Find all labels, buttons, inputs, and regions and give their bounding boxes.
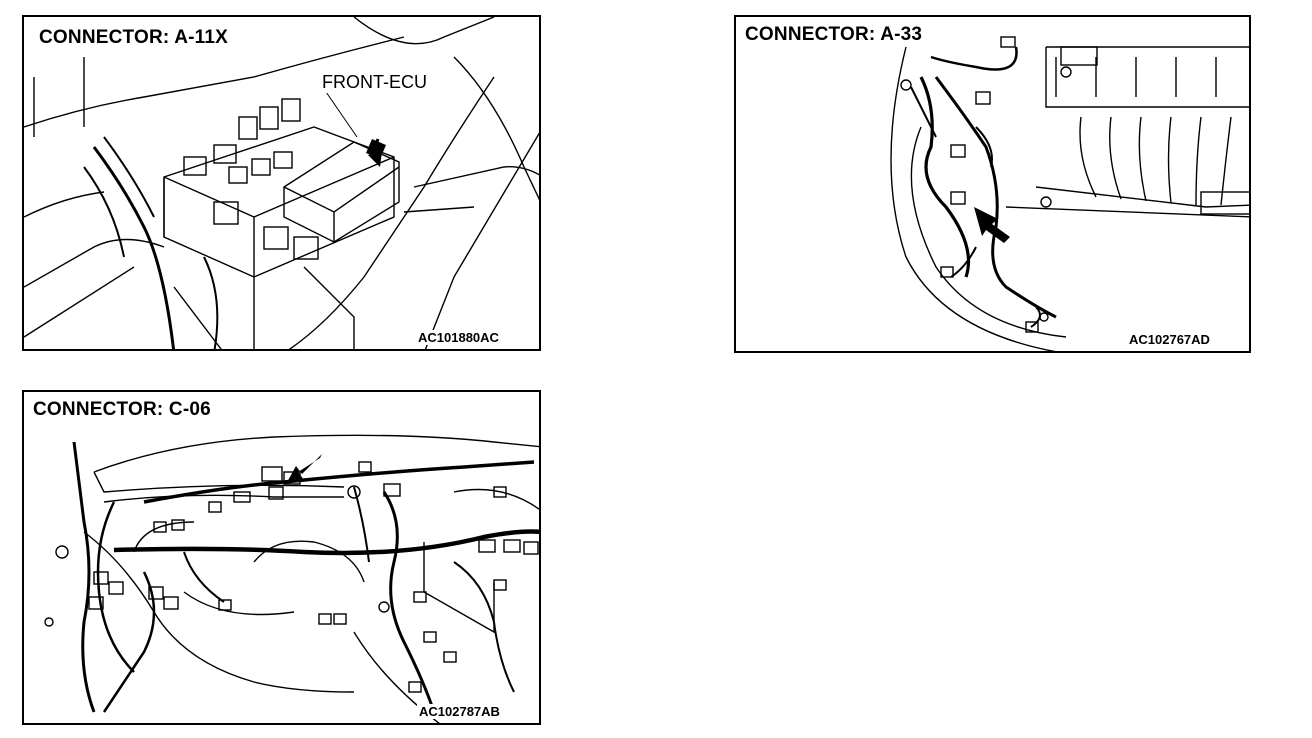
dashboard-harness-drawing [44, 434, 539, 723]
diagram-panel-a33: CONNECTOR: A-33 AC102767AD [734, 15, 1251, 353]
panel-title: CONNECTOR: A-11X [36, 27, 232, 49]
figure-code: AC101880AC [416, 330, 501, 345]
diagram-panel-a11x: CONNECTOR: A-11X FRONT-ECU AC101880AC [22, 15, 541, 351]
panel-title: CONNECTOR: A-33 [742, 24, 926, 46]
engine-bay-harness-drawing [890, 36, 1249, 351]
figure-code: AC102767AD [1127, 332, 1212, 347]
figure-code: AC102787AB [417, 704, 502, 719]
front-ecu-callout-label: FRONT-ECU [320, 72, 429, 93]
diagram-panel-c06: CONNECTOR: C-06 AC102787AB [22, 390, 541, 725]
panel-title: CONNECTOR: C-06 [30, 399, 214, 421]
engine-bay-ecu-drawing [24, 17, 539, 349]
